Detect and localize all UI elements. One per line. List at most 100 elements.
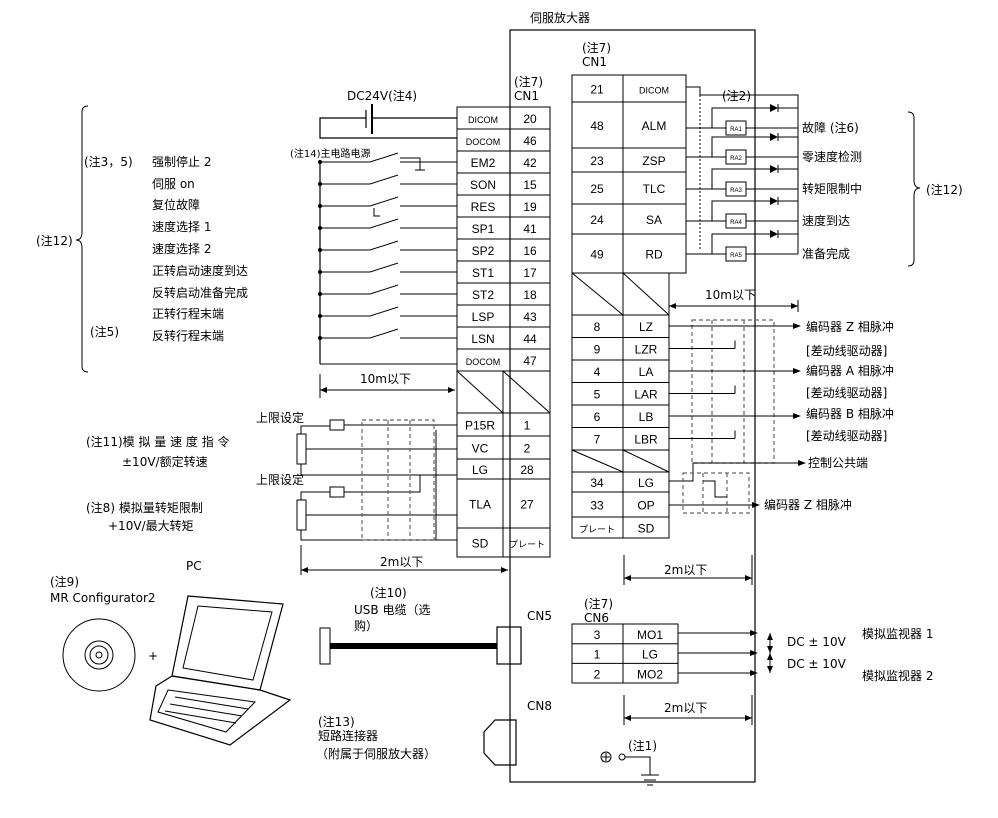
note9: (注9) [50,574,79,589]
cn1-pin-20: 20 [523,112,537,126]
cn1r-bottom-signal: LG [638,476,654,490]
cn8-label: CN8 [527,699,552,713]
analog-signal-vc: VC [472,442,489,456]
cn1-signal-sp1: SP1 [472,222,495,236]
function-label: 伺服 on [152,177,195,191]
cn6-signal-mo2: MO2 [637,667,663,681]
output-wiring [686,86,799,254]
cn1-pin-18: 18 [523,288,537,302]
cn1-pin-19: 19 [523,200,537,214]
output-label: 准备完成 [802,246,850,261]
diode-icon [770,165,778,173]
dc24v-battery [319,104,457,139]
cn1r-pin-24: 24 [590,213,604,227]
note8-sub: +10V/最大转矩 [108,518,194,533]
output-label: 速度到达 [802,213,850,228]
cn1-signal-res: RES [471,200,496,214]
cn1-pin-17: 17 [523,266,537,280]
analog-signal-lg: LG [472,463,488,477]
cn1-pin-15: 15 [523,178,537,192]
relay-ra3: RA3 [730,188,742,194]
function-label: 强制停止 2 [152,154,211,169]
dc10v-2: DC ± 10V [787,657,847,671]
title: 伺服放大器 [530,10,590,25]
dist-2m-right-b: 2m以下 [664,701,707,715]
relay-ra4: RA4 [730,220,742,226]
analog-pin: 27 [520,498,534,512]
laptop-icon [149,595,292,746]
cn1-pin-44: 44 [523,332,537,346]
right-bracket [907,111,921,267]
enc-signal-lzr: LZR [635,343,658,357]
usb-label-1: USB 电缆（选 [354,603,430,617]
analog-wiring [296,419,457,541]
note1: (注1) [628,738,657,753]
shorting-label-2: （附属于伺服放大器） [316,746,436,761]
cn1-pin-41: 41 [523,222,537,236]
encoder-label: [差动线驱动器] [806,386,887,400]
plus-sign: + [148,649,158,663]
diode-icon [770,104,778,112]
monitor-wiring [678,630,773,676]
cn1r-bottom-pin: 33 [590,499,604,513]
function-label: 速度选择 2 [152,241,211,256]
enc-pin-5: 5 [594,388,601,402]
relay-ra2: RA2 [730,156,742,162]
enc-signal-la: LA [639,365,654,379]
function-label: 正转启动速度到达 [152,263,248,278]
cn1-signal-sp2: SP2 [472,244,495,258]
cn6-signal-lg: LG [642,648,658,662]
cn1-pin-47: 47 [523,354,537,368]
cn1r-bottom-pin: プレート [579,525,615,535]
relay-ra1: RA1 [730,127,742,133]
note10: (注10) [370,585,407,600]
cn1-right-note: (注7) [582,40,611,55]
cn1r-pin-23: 23 [590,154,604,168]
dist-2m-right-a: 2m以下 [664,563,707,577]
cn1-signal-son: SON [470,178,496,192]
note5: (注5) [90,324,119,339]
cd-disc-icon [62,618,136,692]
usb-plug [319,627,331,665]
output-label: 零速度检测 [802,149,862,164]
enc-signal-lz: LZ [639,320,653,334]
dc24v-label: DC24V(注4) [347,88,417,103]
output-label: 故障 (注6) [802,120,859,135]
note8: (注8) 模拟量转矩限制 [86,500,203,515]
cn1r-signal-sa: SA [646,213,662,227]
note13: (注13) [318,714,355,729]
diode-icon [770,197,778,205]
encoder-label: 编码器 Z 相脉冲 [806,319,894,334]
enc-pin-4: 4 [594,365,601,379]
note11: (注11)模 拟 量 速 度 指 令 [86,434,230,449]
cn5-port [496,626,522,665]
enc-signal-lar: LAR [634,388,658,402]
enc-signal-lb: LB [639,410,654,424]
cn1-right-label: CN1 [582,55,607,69]
cn1r-signal-tlc: TLC [643,182,666,196]
cn1-signal-docom: DOCOM [466,137,501,147]
pc-label: PC [186,559,202,573]
cn1-signal-em2: EM2 [471,156,496,170]
note11-sub: ±10V/额定转速 [122,454,208,469]
cn1r-signal-dicom: DICOM [639,86,669,96]
cn6-pin-3: 3 [594,628,601,642]
cn8-shorting-connector [483,719,517,766]
note35: (注3，5) [84,154,133,169]
main-power-label: (注14)主电路电源 [290,147,371,160]
cn1r-pin-49: 49 [590,248,604,262]
function-label: 反转行程末端 [152,328,224,343]
analog-pin: 1 [524,419,531,433]
left-bracket [75,105,89,373]
cn6-label: CN6 [584,611,609,625]
encoder-label: [差动线驱动器] [806,344,887,358]
enc-pin-8: 8 [594,320,601,334]
output-label: 转矩限制中 [802,181,862,196]
monitor2: 模拟监视器 2 [862,668,933,683]
enc-pin-6: 6 [594,410,601,424]
cn6-signal-mo1: MO1 [637,628,663,642]
function-label: 复位故障 [152,197,200,212]
analog-signal-tla: TLA [469,498,491,512]
function-label: 正转行程末端 [152,306,224,321]
